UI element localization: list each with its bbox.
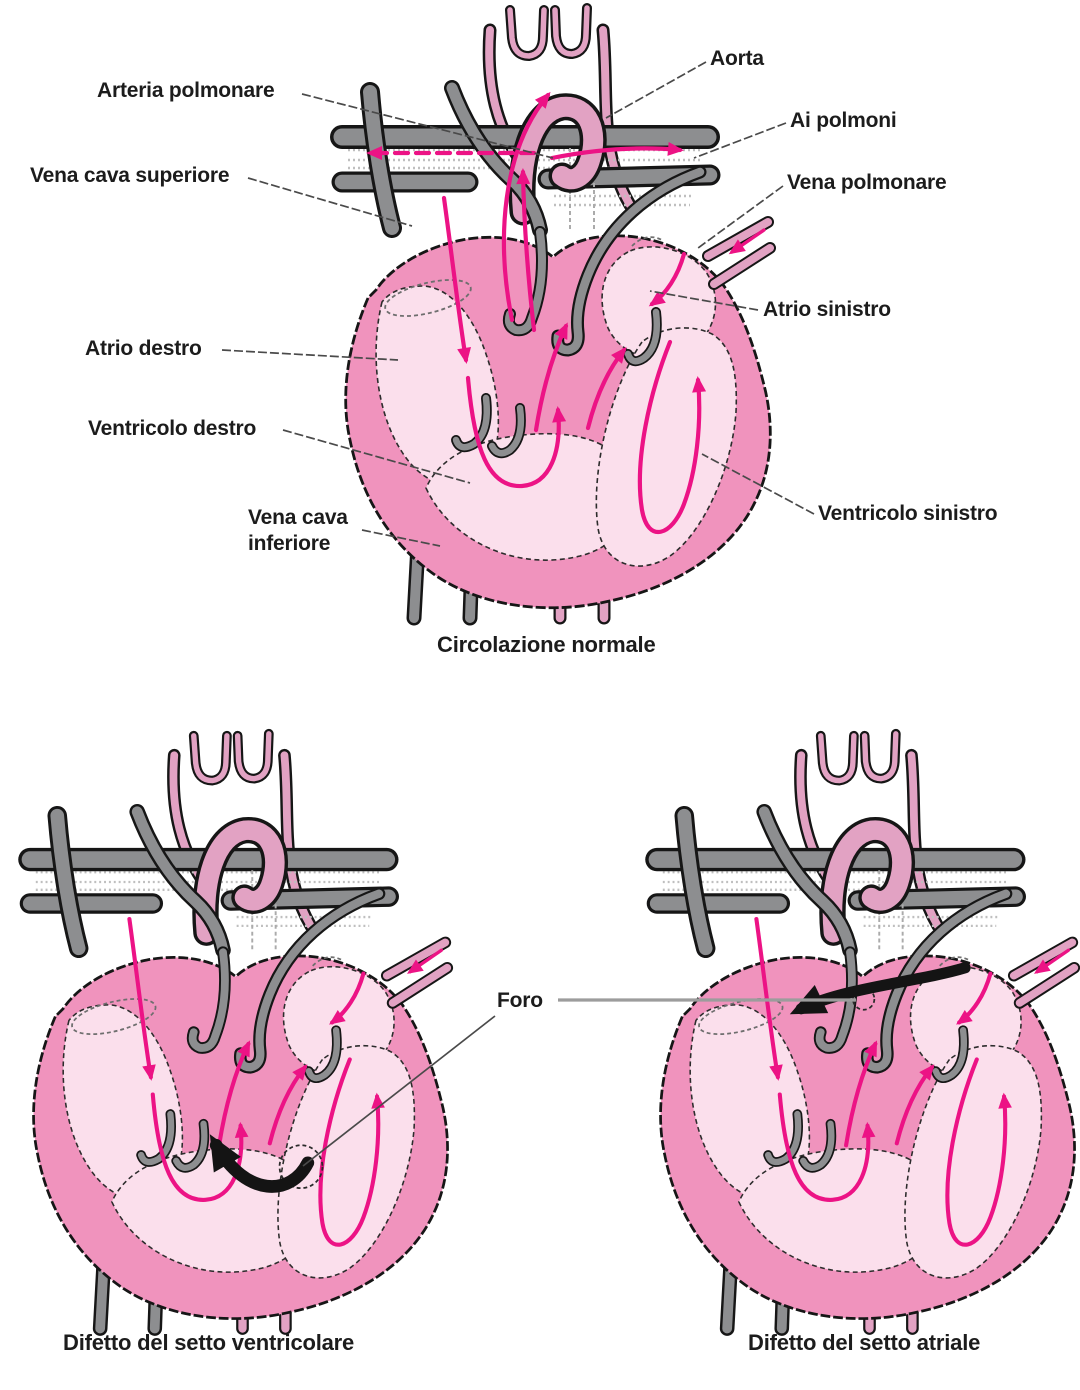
asd-shunt-arrow [789, 962, 971, 1015]
pulmonary-flow-arrow [516, 168, 537, 333]
label-vena-cava-inferiore: Vena cava inferiore [248, 506, 348, 555]
to-right-lung-arrow [549, 141, 684, 161]
caption-circolazione-normale: Circolazione normale [437, 632, 656, 657]
label-vena-polmonare: Vena polmonare [787, 171, 947, 194]
label-vena-cava-superiore: Vena cava superiore [30, 164, 230, 187]
vsd-shunt-arrow [209, 1134, 315, 1193]
aorta-flow-arrow [501, 91, 551, 323]
label-foro: Foro [497, 989, 543, 1012]
panel-normal-heart [342, 8, 770, 618]
label-ventricolo-sinistro: Ventricolo sinistro [818, 502, 998, 525]
caption-difetto-setto-atriale: Difetto del setto atriale [748, 1330, 981, 1355]
label-ai-polmoni: Ai polmoni [790, 109, 897, 132]
foro-line-left [302, 1015, 496, 1167]
label-atrio-destro: Atrio destro [85, 337, 202, 360]
panel-vsd-heart [30, 734, 448, 1329]
label-aorta: Aorta [710, 47, 764, 70]
caption-difetto-setto-ventricolare: Difetto del setto ventricolare [63, 1330, 355, 1355]
label-arteria-polmonare: Arteria polmonare [97, 79, 275, 102]
leader-lines [221, 61, 856, 1167]
label-ventricolo-destro: Ventricolo destro [88, 417, 257, 440]
panel-asd-heart [657, 734, 1075, 1329]
label-atrio-sinistro: Atrio sinistro [763, 298, 891, 321]
lung-flow-arrows [366, 91, 684, 333]
asd-overlay [789, 962, 971, 1015]
